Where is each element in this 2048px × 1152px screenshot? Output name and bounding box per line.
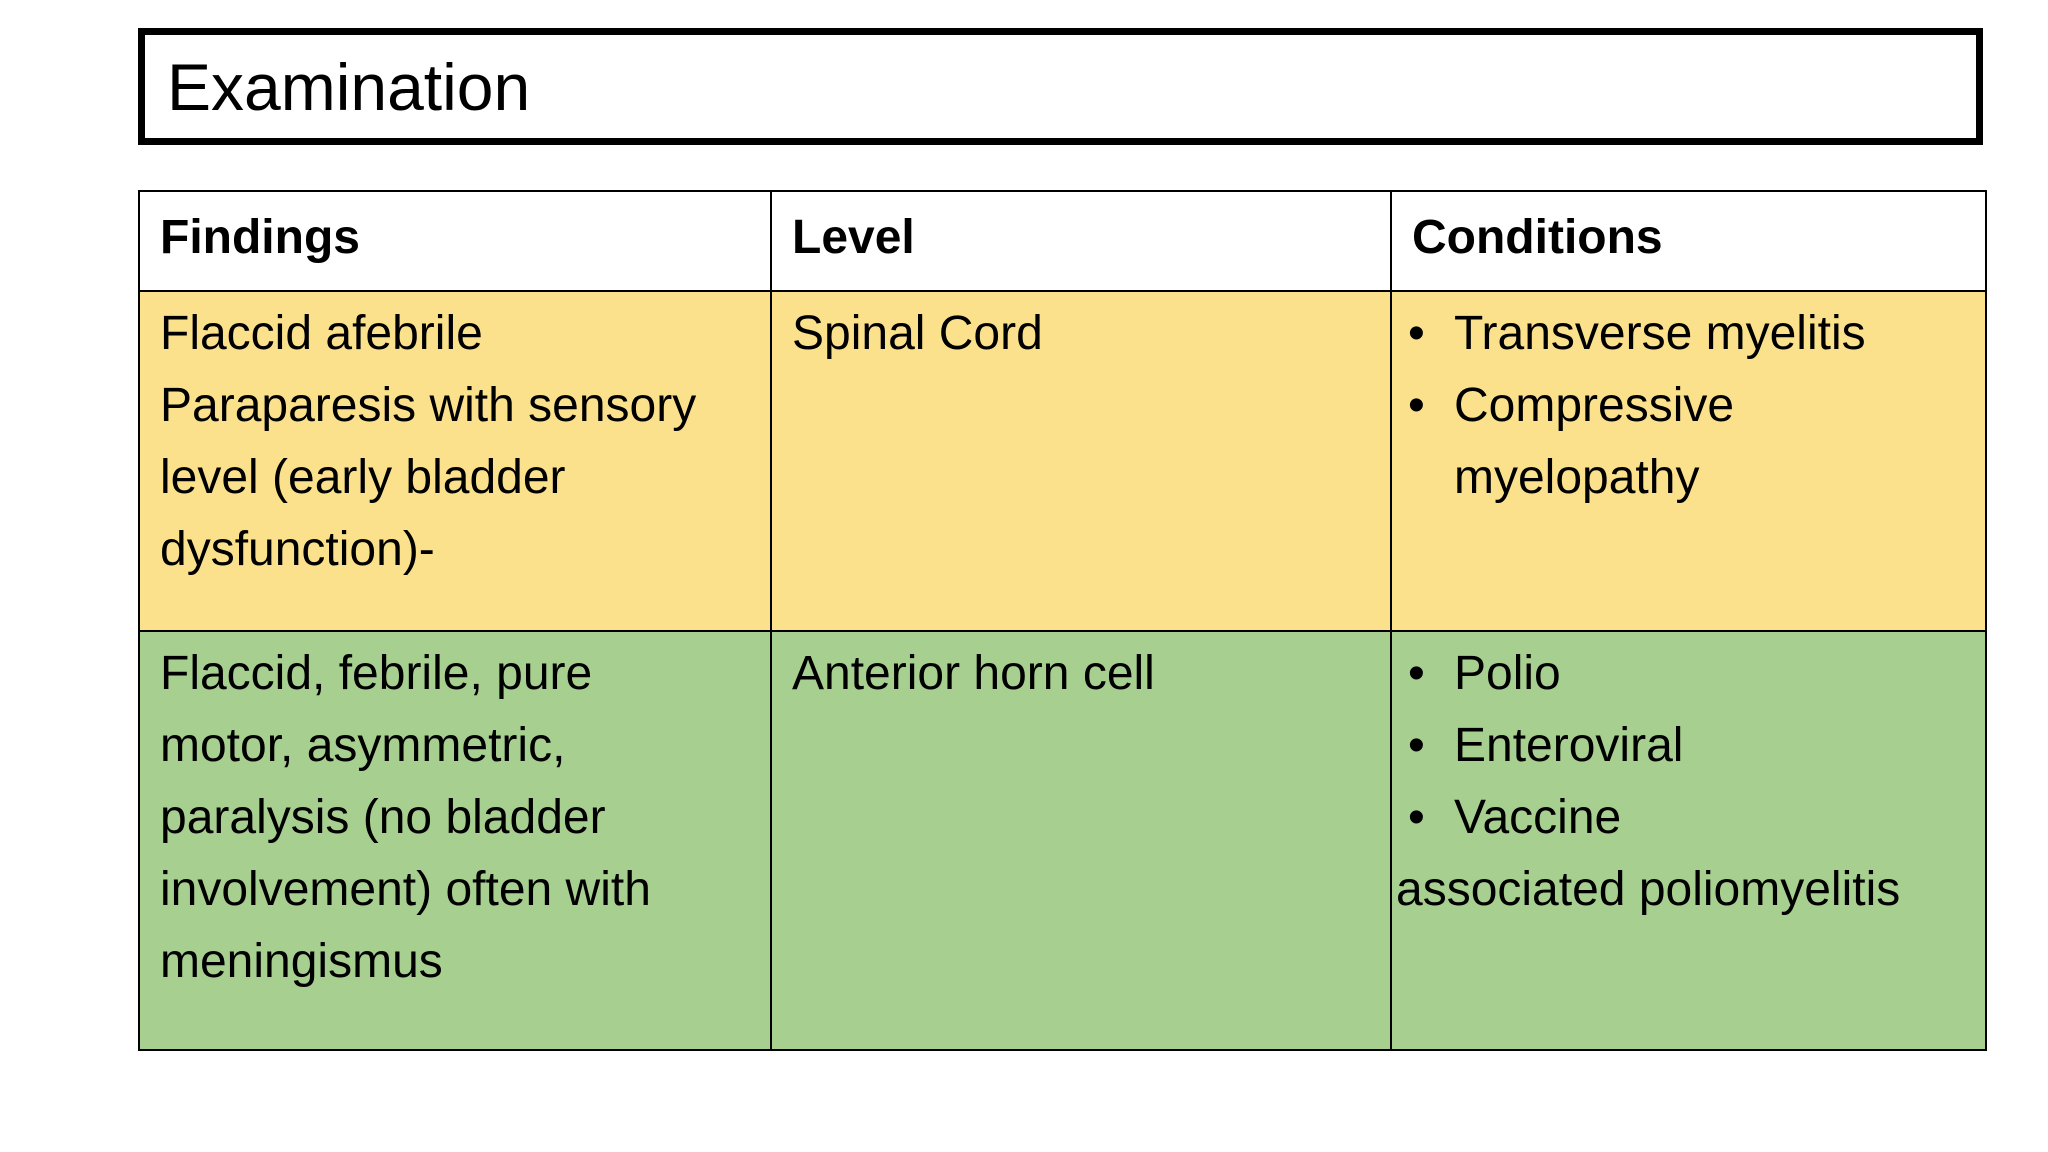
cell-findings-row2: Flaccid, febrile, pure motor, asymmetric… [138,630,772,1051]
bullet-icon: • [1408,719,1425,772]
cell-level-row1: Spinal Cord [770,290,1392,632]
list-item: • Vaccine [1396,782,1979,854]
list-item: • Compressive myelopathy [1396,370,1979,514]
table-header-row: Findings Level Conditions [138,190,1987,292]
bullet-icon: • [1408,307,1425,360]
list-item: • Enteroviral [1396,710,1979,782]
header-level: Level [770,190,1392,292]
list-item: • Transverse myelitis [1396,298,1979,370]
bullet-icon: • [1408,791,1425,844]
cell-findings-row1: Flaccid afebrile Paraparesis with sensor… [138,290,772,632]
table-row-spinal-cord: Flaccid afebrile Paraparesis with sensor… [138,290,1987,632]
table-row-anterior-horn-cell: Flaccid, febrile, pure motor, asymmetric… [138,630,1987,1051]
bullet-icon: • [1408,379,1425,432]
slide-title: Examination [167,49,531,124]
header-findings: Findings [138,190,772,292]
examination-table: Findings Level Conditions Flaccid afebri… [138,190,1987,1051]
bullet-icon: • [1408,647,1425,700]
cell-conditions-row2: • Polio • Enteroviral • Vaccine associat… [1390,630,1987,1051]
slide-title-box: Examination [138,28,1983,145]
bullet-continuation-line: associated poliomyelitis [1396,863,1901,916]
cell-level-row2: Anterior horn cell [770,630,1392,1051]
header-conditions: Conditions [1390,190,1987,292]
cell-conditions-row1: • Transverse myelitis • Compressive myel… [1390,290,1987,632]
list-item: • Polio [1396,638,1979,710]
